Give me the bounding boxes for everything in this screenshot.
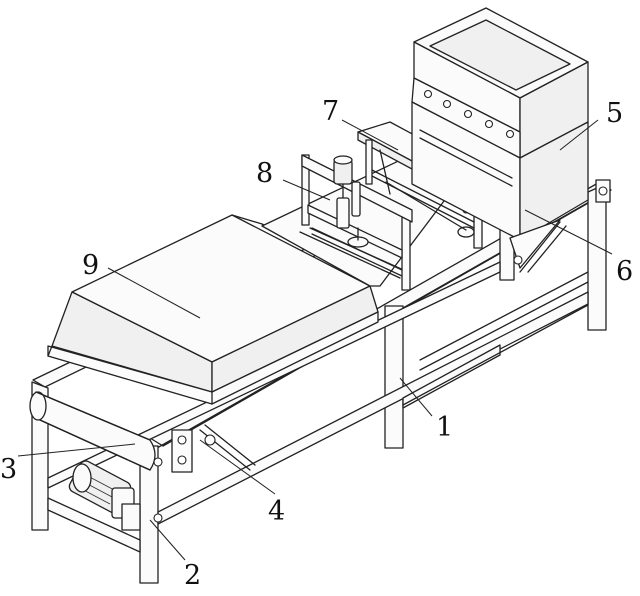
feed-hopper — [411, 7, 611, 241]
callout-labels: 1 2 3 4 5 6 7 8 9 — [0, 96, 633, 591]
trimming-unit — [301, 154, 413, 291]
label-9: 9 — [82, 250, 99, 281]
cover-hood — [47, 214, 381, 405]
label-4: 4 — [268, 496, 285, 527]
label-3: 3 — [0, 454, 17, 485]
label-2: 2 — [184, 560, 201, 591]
belt-tensioner — [171, 424, 256, 473]
label-5: 5 — [606, 98, 623, 129]
label-7: 7 — [322, 96, 339, 127]
label-6: 6 — [616, 256, 633, 287]
label-1: 1 — [436, 412, 453, 443]
leader-lines — [17, 119, 613, 561]
chute-support — [509, 219, 561, 269]
conveyor-roller — [29, 391, 156, 471]
label-8: 8 — [256, 158, 273, 189]
